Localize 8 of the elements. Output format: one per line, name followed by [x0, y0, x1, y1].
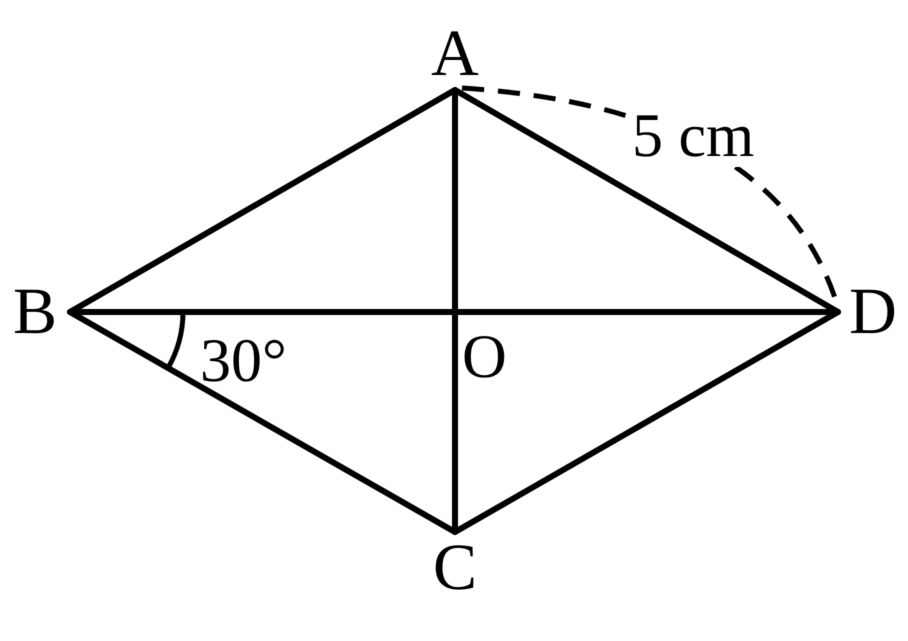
vertex-label: D — [838, 277, 908, 347]
angle-label: 30° — [200, 330, 287, 392]
vertex-label: C — [425, 532, 485, 604]
line-segment — [67, 309, 841, 315]
line-segment — [452, 87, 458, 535]
point-label: O — [462, 326, 507, 388]
vertex-label: A — [425, 18, 485, 90]
vertex-label: B — [0, 277, 70, 347]
